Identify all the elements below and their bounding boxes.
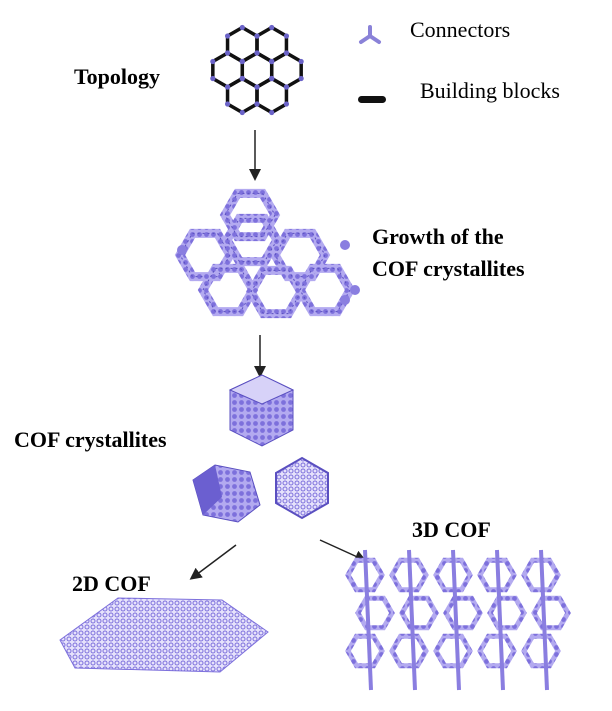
connector-node bbox=[298, 75, 304, 82]
arrow-to-2d bbox=[189, 544, 237, 580]
free-building-block bbox=[177, 245, 187, 255]
hexagon-ring bbox=[255, 76, 289, 115]
connector-node bbox=[283, 84, 290, 90]
arrow-to-3d bbox=[319, 539, 367, 562]
legend-building-blocks-label: Building blocks bbox=[420, 78, 560, 103]
framework-pillar bbox=[495, 549, 505, 691]
growth-ring-outline bbox=[299, 267, 351, 313]
free-building-block bbox=[350, 285, 360, 295]
framework-ring bbox=[443, 595, 483, 631]
growth-ring bbox=[245, 265, 307, 319]
growth-ring-outline bbox=[250, 269, 302, 315]
framework-ring bbox=[345, 633, 385, 669]
framework-ring bbox=[355, 595, 395, 631]
cof-3d-framework bbox=[345, 549, 571, 691]
framework-pillar bbox=[363, 549, 373, 691]
growth-network bbox=[174, 188, 360, 319]
connector-node bbox=[298, 58, 304, 65]
connector-node bbox=[269, 58, 275, 65]
connector-node bbox=[239, 58, 245, 65]
connector-node bbox=[224, 50, 231, 56]
connector-node bbox=[239, 75, 245, 82]
connector-node bbox=[269, 109, 275, 116]
crystallites-label: COF crystallites bbox=[14, 427, 167, 452]
topology-honeycomb bbox=[210, 24, 304, 116]
connector-node bbox=[254, 50, 260, 56]
growth-ring bbox=[197, 263, 259, 317]
connector-node bbox=[269, 75, 275, 82]
framework-ring bbox=[477, 557, 517, 593]
cof-2d-label: 2D COF bbox=[72, 571, 151, 596]
connector-node bbox=[269, 24, 275, 31]
framework-pillar bbox=[539, 549, 549, 691]
framework-ring bbox=[477, 633, 517, 669]
connector-node bbox=[239, 109, 245, 116]
connector-node bbox=[224, 101, 231, 107]
connector-node bbox=[224, 84, 231, 90]
connector-node bbox=[254, 101, 260, 107]
framework-ring bbox=[389, 557, 429, 593]
framework-ring bbox=[521, 633, 561, 669]
crystallite-left bbox=[192, 464, 261, 523]
framework-ring bbox=[433, 557, 473, 593]
framework-ring bbox=[487, 595, 527, 631]
connector-node bbox=[283, 50, 290, 56]
connector-node bbox=[254, 84, 260, 90]
free-building-block bbox=[340, 295, 350, 305]
connector-node bbox=[254, 33, 260, 39]
legend-connectors-label: Connectors bbox=[410, 17, 511, 42]
growth-ring-outline bbox=[224, 192, 276, 238]
framework-ring bbox=[521, 557, 561, 593]
cof-3d-label: 3D COF bbox=[412, 517, 491, 542]
framework-pillar bbox=[407, 549, 417, 691]
growth-ring-outline bbox=[226, 217, 278, 263]
connector-node bbox=[210, 58, 216, 65]
connector-node bbox=[210, 75, 216, 82]
topology-label: Topology bbox=[74, 64, 161, 89]
growth-label-line2: COF crystallites bbox=[372, 256, 525, 281]
framework-pillar bbox=[451, 549, 461, 691]
connector-node bbox=[224, 33, 231, 39]
growth-ring bbox=[294, 263, 356, 317]
growth-ring-outline bbox=[179, 232, 231, 278]
framework-ring bbox=[389, 633, 429, 669]
growth-ring-outline bbox=[202, 267, 254, 313]
free-building-block bbox=[340, 240, 350, 250]
connector-legend-icon bbox=[359, 25, 381, 44]
connector-node bbox=[239, 24, 245, 31]
crystallite-top bbox=[228, 374, 295, 447]
crystallite-right bbox=[275, 456, 329, 520]
connector-node bbox=[283, 33, 290, 39]
growth-label-line1: Growth of the bbox=[372, 224, 504, 249]
building-block-legend-icon bbox=[358, 96, 386, 103]
hexagon-ring bbox=[225, 76, 259, 115]
cof-2d-sheet bbox=[59, 597, 269, 673]
framework-ring bbox=[345, 557, 385, 593]
framework-ring bbox=[433, 633, 473, 669]
framework-ring bbox=[531, 595, 571, 631]
framework-ring bbox=[399, 595, 439, 631]
connector-node bbox=[283, 101, 290, 107]
